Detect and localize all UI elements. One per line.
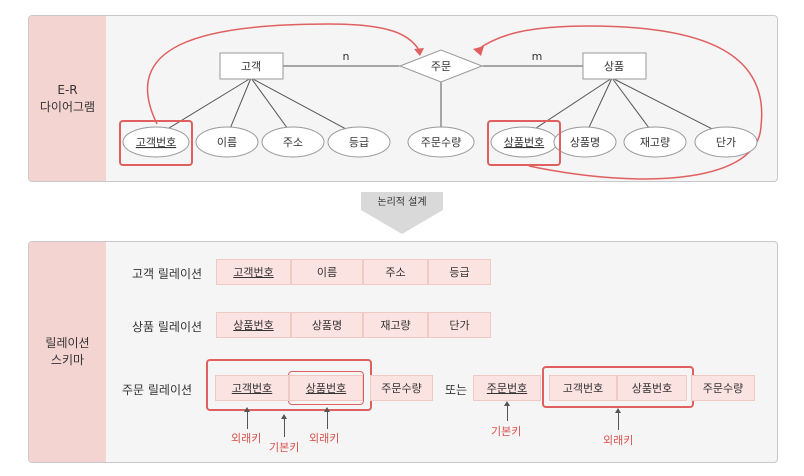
order-alt-field-qty: 주문수량 (691, 375, 755, 401)
order-field-customer-id: 고객번호 (215, 375, 289, 401)
arrow-fk-product (324, 407, 330, 429)
order-alt-field-customer-id: 고객번호 (549, 375, 617, 401)
label-pk-order: 기본키 (269, 441, 300, 454)
fk-curve-customer (146, 23, 420, 125)
attr-product-name: 상품명 (570, 136, 600, 149)
attr-product-stock: 재고량 (640, 136, 670, 149)
order-alt-field-order-id: 주문번호 (473, 375, 541, 401)
product-field-stock: 재고량 (363, 312, 428, 338)
label-fk-customer: 외래키 (231, 432, 262, 445)
product-field-price: 단가 (428, 312, 491, 338)
arrow-fk-customer (244, 407, 250, 429)
product-field-id: 상품번호 (216, 312, 291, 338)
highlight-product-id (487, 120, 561, 166)
fk-curve-product (476, 25, 763, 180)
attr-customer-name: 이름 (217, 136, 237, 149)
attr-customer-name-shape (195, 126, 259, 158)
or-label: 또는 (445, 383, 468, 397)
attr-customer-address: 주소 (283, 136, 303, 149)
transform-label: 논리적 설계 (377, 196, 426, 208)
attr-product-price: 단가 (716, 136, 736, 149)
entity-customer: 고객 (241, 60, 261, 73)
order-alt-field-product-id: 상품번호 (617, 375, 687, 401)
arrow-fk-order-alt (615, 408, 621, 430)
cardinality-n: n (343, 50, 350, 63)
highlight-customer-id (119, 120, 193, 166)
attr-customer-address-shape (261, 126, 325, 158)
transform-arrow: 논리적 설계 (361, 192, 443, 234)
attr-product-stock-shape (623, 126, 687, 158)
product-field-name: 상품명 (291, 312, 363, 338)
attr-customer-grade-shape (327, 126, 391, 158)
label-fk-order-alt: 외래키 (603, 434, 634, 447)
attr-order-qty-shape (407, 126, 475, 158)
er-side-label: E-R 다이어그램 (29, 16, 106, 181)
er-diagram-panel: E-R 다이어그램 고객 상품 (28, 15, 778, 182)
customer-field-grade: 등급 (428, 259, 491, 285)
relationship-order: 주문 (431, 60, 451, 73)
arrowhead-right (473, 46, 484, 56)
entity-product: 상품 (604, 60, 624, 73)
entity-customer-box (219, 52, 284, 80)
arrowhead-left (414, 48, 424, 56)
cardinality-m: m (532, 50, 543, 63)
attr-product-price-shape (694, 126, 758, 158)
attr-order-qty: 주문수량 (421, 136, 461, 149)
relationship-order-diamond (398, 49, 484, 83)
entity-product-box (582, 52, 647, 80)
label-pk-order-alt: 기본키 (491, 425, 522, 438)
label-fk-product: 외래키 (309, 432, 340, 445)
er-diagram: 고객 상품 주문 n m 고객번호 이름 주소 등급 주문수량 상품번호 (119, 23, 763, 180)
order-field-product-id: 상품번호 (289, 375, 363, 401)
order-field-qty: 주문수량 (370, 375, 433, 401)
relation-schema-panel: 릴레이션 스키마 고객 릴레이션 고객번호 이름 주소 등급 상품 릴레이션 상… (28, 241, 778, 463)
relation-side-label: 릴레이션 스키마 (29, 242, 106, 462)
customer-relation-label: 고객 릴레이션 (132, 267, 203, 281)
attr-product-name-shape (553, 126, 617, 158)
arrow-pk-order (281, 414, 287, 437)
attr-product-id: 상품번호 (504, 136, 544, 149)
product-relation-label: 상품 릴레이션 (132, 320, 203, 334)
customer-field-address: 주소 (363, 259, 428, 285)
arrow-pk-order-alt (504, 401, 510, 421)
attr-customer-id: 고객번호 (136, 136, 176, 149)
customer-field-name: 이름 (291, 259, 363, 285)
order-relation-label: 주문 릴레이션 (122, 383, 193, 397)
customer-field-id: 고객번호 (216, 259, 291, 285)
attr-customer-grade: 등급 (349, 136, 369, 149)
attr-customer-id-shape (122, 126, 190, 158)
